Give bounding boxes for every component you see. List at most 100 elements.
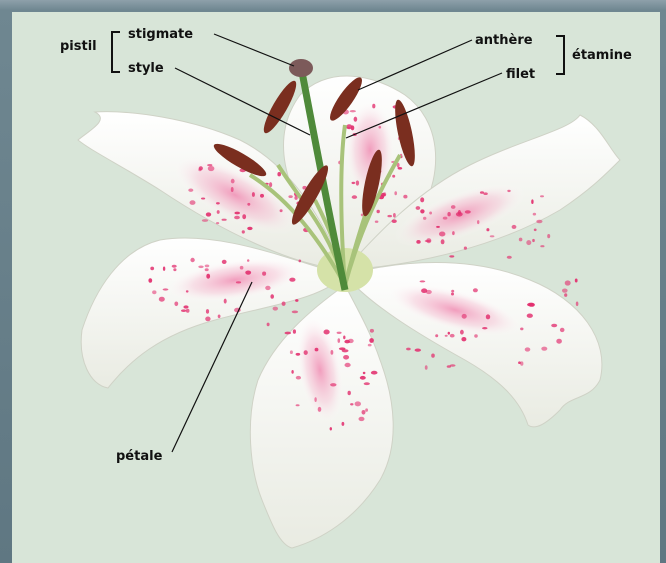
petal-spot: [560, 328, 565, 332]
petal-spot: [426, 238, 431, 243]
petal-spot: [291, 370, 293, 374]
petal-spot: [473, 288, 478, 292]
petal-spot: [464, 247, 467, 250]
petal-spot: [343, 336, 345, 340]
petal-spot: [190, 200, 196, 205]
petal-spot: [304, 350, 308, 355]
petal-spot: [350, 110, 356, 112]
petal-spot: [343, 355, 349, 360]
petal-spot: [556, 339, 562, 344]
petal-spot: [441, 239, 445, 244]
petal-spot: [252, 192, 255, 197]
petal-spot: [420, 197, 424, 202]
petal-spot: [451, 293, 454, 296]
leader-stigmate: [214, 34, 294, 66]
petal-spot: [541, 347, 547, 351]
petal-spot: [186, 290, 189, 292]
petal-spot: [295, 299, 298, 302]
petal-spot: [456, 212, 463, 217]
petal-spot: [342, 349, 349, 352]
petal-spot: [152, 290, 156, 294]
petal-spot: [533, 213, 536, 216]
petal-spot: [299, 260, 302, 263]
petal-spot: [379, 126, 382, 129]
petal-spot: [420, 280, 426, 282]
petal-spot: [562, 289, 568, 293]
petal-spot: [520, 361, 523, 365]
petal-spot: [477, 220, 479, 224]
petal-spot: [222, 219, 227, 221]
petal-spot: [447, 212, 450, 216]
petal-spot: [392, 175, 395, 178]
petal-spot: [324, 330, 330, 335]
petal-spot: [331, 350, 334, 355]
petal-spot: [270, 294, 274, 299]
petal-spot: [375, 221, 379, 223]
petal-spot: [216, 202, 220, 204]
petal-spot: [150, 267, 154, 271]
petal-spot: [356, 180, 359, 185]
petal-spot: [465, 210, 471, 213]
petal-spot: [362, 410, 366, 415]
petal-spot: [285, 332, 292, 335]
petal-spot: [236, 281, 241, 283]
petal-spot: [525, 347, 531, 351]
petal-spot: [231, 187, 234, 192]
petal-spot: [231, 179, 235, 184]
petal-spot: [260, 194, 264, 198]
label-etamine: étamine: [572, 48, 632, 63]
petal-spot: [416, 206, 421, 210]
petal-spot: [443, 217, 448, 220]
petal-spot: [576, 302, 579, 307]
petal-spot: [330, 383, 336, 386]
petal-spot: [439, 232, 445, 237]
petal-spot: [240, 266, 244, 270]
lily-flower: [78, 59, 620, 548]
petal-spot: [245, 271, 251, 275]
petal-spot: [217, 210, 220, 214]
petal-spot: [242, 214, 246, 219]
petal-spot: [486, 314, 490, 319]
petal-spot: [315, 348, 319, 352]
petal-spot: [234, 216, 240, 220]
petal-spot: [163, 267, 165, 271]
petal-spot: [289, 278, 295, 282]
petal-spot: [247, 227, 252, 230]
petal-spot: [273, 307, 278, 311]
petal-spot: [174, 302, 178, 307]
petal-spot: [296, 353, 301, 356]
petal-spot: [224, 299, 227, 304]
petal-spot: [262, 272, 266, 276]
petal-spot: [314, 397, 316, 402]
petal-spot: [351, 125, 355, 130]
petal-spot: [536, 220, 542, 223]
petal-spot: [426, 290, 432, 294]
petal-spot: [352, 182, 356, 184]
petal-spot: [173, 268, 176, 271]
petal-spot: [416, 240, 420, 244]
petal-spot: [181, 309, 186, 312]
petal-spot: [431, 354, 435, 358]
petal-spot: [183, 305, 188, 308]
petal-spot: [355, 401, 361, 406]
petal-spot: [393, 213, 396, 218]
petal-spot: [247, 203, 250, 206]
petal-spot: [354, 117, 358, 122]
petal-spot: [148, 278, 152, 283]
petal-spot: [206, 274, 210, 279]
petal-spot: [234, 212, 240, 215]
petal-spot: [452, 231, 455, 235]
petal-spot: [198, 266, 203, 269]
petal-spot: [564, 293, 567, 297]
petal-spot: [507, 190, 510, 192]
petal-spot: [527, 303, 534, 307]
petal-spot: [290, 350, 293, 354]
petal-spot: [377, 210, 380, 213]
petal-spot: [371, 371, 378, 375]
petal-spot: [423, 217, 426, 220]
petal-spot: [462, 314, 467, 319]
petal-spot: [534, 229, 537, 232]
petal-spot: [406, 348, 411, 351]
petal-spot: [205, 265, 210, 268]
petal-spot: [163, 288, 169, 290]
